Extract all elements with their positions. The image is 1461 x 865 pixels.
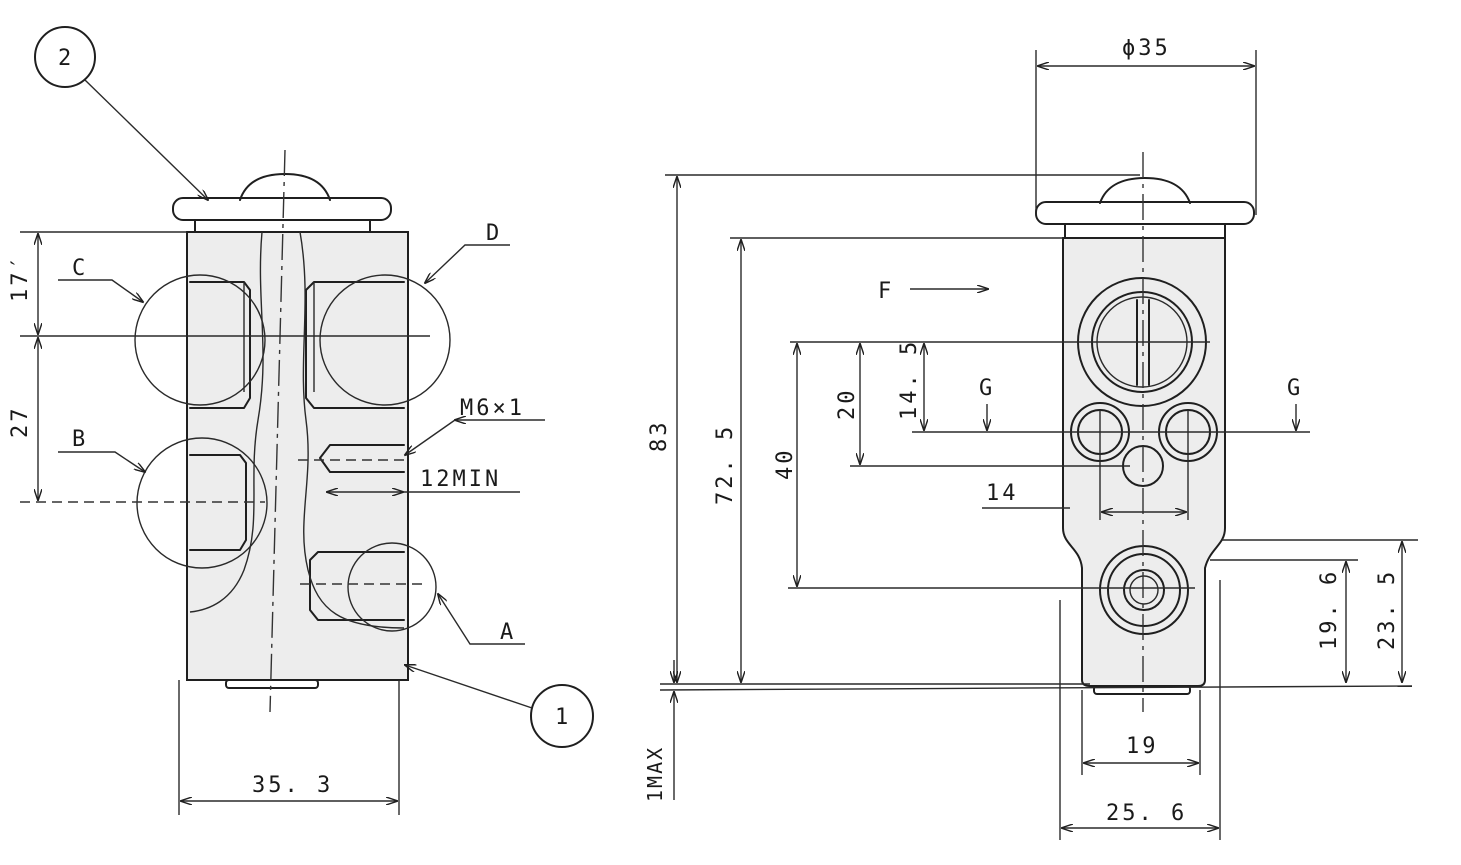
port-b-leader [58,451,145,472]
balloon-2-text: 2 [58,46,71,71]
dim-14-5-label: 14. 5 [897,339,922,420]
m6-thread-label: M6×1 [460,396,525,421]
dim-20-label: 20 [835,388,860,421]
balloon-1-leader [405,665,533,709]
port-a-bore [309,551,405,621]
diaphragm-dome [239,173,331,201]
port-d-bore [305,281,405,409]
port-d-leader [425,244,510,283]
bottom-stub [1093,685,1191,695]
ext-line-stub [659,685,1413,691]
port-c-leader [58,279,143,302]
port-c-label: C [72,256,88,281]
bottom-port-inner [1123,569,1165,611]
m6-leader [405,419,456,455]
valve-body [1062,237,1226,687]
dim-40-label: 40 [773,448,798,481]
port-b-label: B [72,427,88,452]
port-c-bore [189,281,251,409]
dim-1max-label: 1MAX [643,746,667,802]
port-d-label: D [486,221,502,246]
dim-14-label: 14 [986,481,1019,506]
dim-19-6-label: 19. 6 [1317,569,1342,650]
internal-contour [189,231,264,613]
balloon-2-leader [84,79,208,200]
gauge-label-left: G [979,376,995,401]
port-d-circle [319,274,451,406]
dim-83-label: 83 [647,420,672,453]
port-c-circle [134,274,266,406]
dim-72-5-label: 72. 5 [713,424,738,505]
port-a-leader [438,594,525,645]
dim-dia-label: ϕ35 [1122,36,1171,61]
right-view: ϕ35 83 72. 5 40 20 14. 5 F G G 14 19. 6 … [643,36,1418,840]
port-a-label: A [500,620,516,645]
vertical-centerline [269,149,286,713]
left-view: 17′ 27 35. 3 M6×1 12MIN C D B A 2 1 [8,26,594,815]
bottom-port-outer [1099,545,1189,635]
balloon-1-text: 1 [555,705,568,730]
dim-17-label: 17′ [8,253,33,302]
flow-label: F [878,279,894,304]
bottom-stub [225,679,319,689]
diaphragm-dome [1099,177,1191,204]
balloon-2 [34,26,96,88]
dim-23-5-label: 23. 5 [1375,569,1400,650]
internal-contour [299,231,405,629]
port-b-circle [136,437,268,569]
bottom-port-core [1129,575,1159,605]
dim-27-label: 27 [8,406,33,439]
gauge-label-right: G [1287,376,1303,401]
m6-depth-label: 12MIN [420,467,501,492]
dim-19-label: 19 [1126,734,1159,759]
port-a-circle [347,542,437,632]
dim-25-6-label: 25. 6 [1106,801,1187,826]
dim-width-label: 35. 3 [252,773,333,798]
balloon-1 [530,684,594,748]
m6-thread-hole [319,444,405,473]
diaphragm-flange [1035,201,1255,225]
bottom-port-mid [1107,553,1181,627]
diaphragm-flange [172,197,392,221]
